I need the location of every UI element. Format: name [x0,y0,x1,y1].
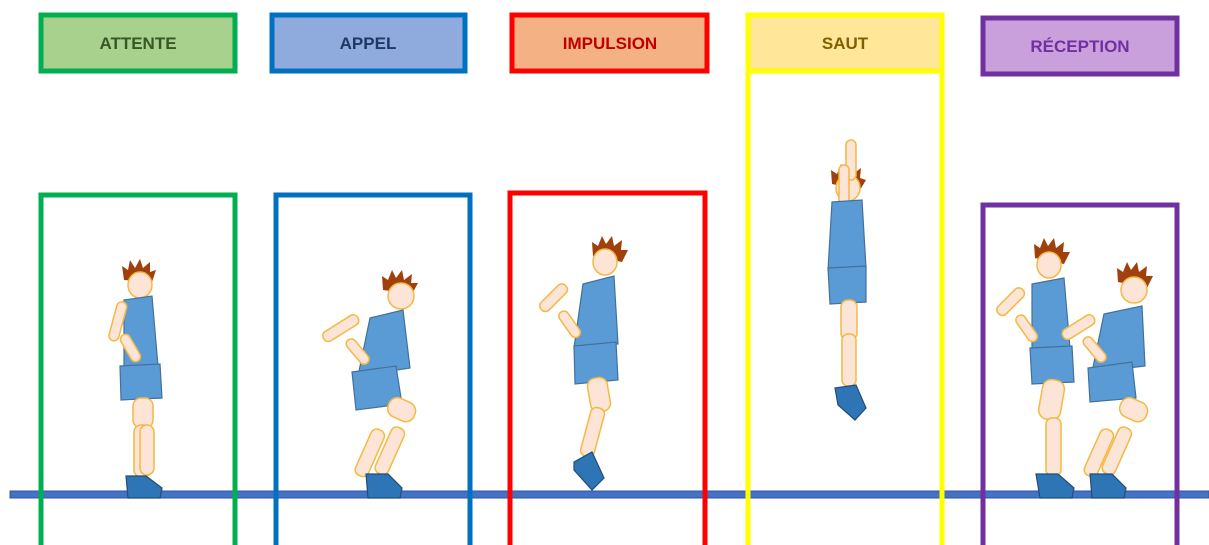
figure-saut [828,140,866,420]
phase-appel-label: APPEL [340,34,397,53]
phase-reception-label: RÉCEPTION [1030,37,1129,56]
figure-attente [108,259,162,498]
figure-impulsion [538,236,628,490]
phase-saut-label: SAUT [822,34,869,53]
phase-impulsion-label: IMPULSION [563,34,657,53]
figure-reception-1 [995,238,1074,498]
phase-attente-label: ATTENTE [99,34,176,53]
figure-appel [321,270,419,498]
ground-line [10,491,1209,498]
